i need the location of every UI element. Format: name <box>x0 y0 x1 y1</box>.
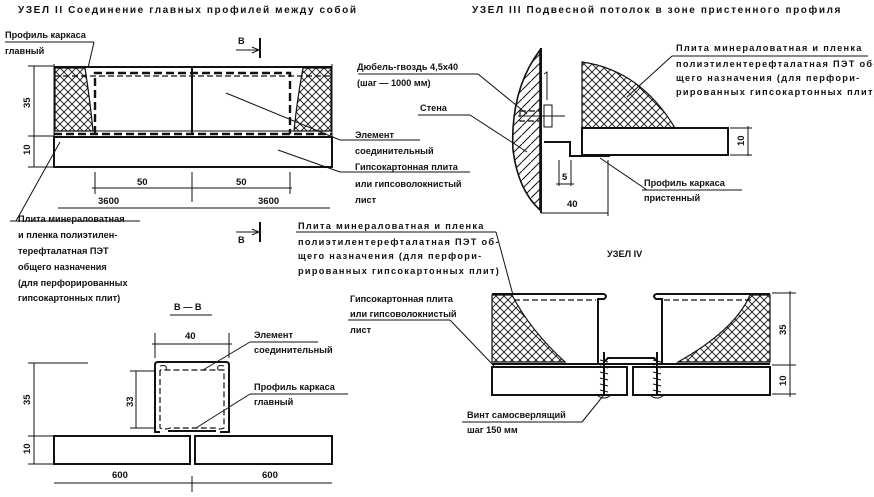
node3-dim-40: 40 <box>567 199 578 210</box>
node4-wool-label-4: рированных гипсокартонных плит) <box>298 266 500 276</box>
node4-screw-left <box>597 352 611 399</box>
section-bb-dim-600-right: 600 <box>262 470 278 481</box>
section-bb-title: В — В <box>174 302 202 312</box>
section-bb-connector-label-1: Элемент <box>254 330 293 340</box>
section-bb-connector-label-2: соединительный <box>254 345 333 355</box>
node3-wall-profile-label-2: пристенный <box>644 193 700 203</box>
section-bb-main-profile <box>154 361 230 433</box>
node4-wool-label-3: щего назначения (для перфори- <box>298 251 483 261</box>
node2-wool-right <box>293 67 332 132</box>
node3-wall <box>511 47 541 212</box>
node3-dim-10: 10 <box>736 135 747 146</box>
node2-main-profile-label-2: главный <box>5 46 45 56</box>
node2-wool-label-6: гипсокартонных плит) <box>18 293 120 303</box>
node2-labels: Профиль каркаса главный Элемент соединит… <box>5 30 462 303</box>
node4-board-label-3: лист <box>350 325 372 335</box>
node3-dim-5: 5 <box>562 172 568 183</box>
node2-dim-3600-right: 3600 <box>258 196 279 207</box>
section-bb-board-right <box>194 435 333 465</box>
node2-wool-label-1: Плита минераловатная <box>18 214 125 224</box>
node4-wool-right <box>675 294 771 363</box>
node2-dim-50-right: 50 <box>236 177 247 188</box>
node3-wall-label: Стена <box>420 103 448 113</box>
node3-dowel-label-2: (шаг — 1000 мм) <box>357 78 431 88</box>
node3-wool-label-2: полиэтилентерефталатная ПЭТ об- <box>676 59 874 69</box>
node2-connector-label-1: Элемент <box>355 130 394 140</box>
node4-board-label-1: Гипсокартонная плита <box>350 294 454 304</box>
node2-wool-left <box>54 67 94 132</box>
section-bb-dim-10: 10 <box>22 443 33 454</box>
node4-dim-35: 35 <box>778 324 789 335</box>
node4-wool-label-1: Плита минераловатная и пленка <box>298 221 485 231</box>
node2-dim-3600-left: 3600 <box>98 196 119 207</box>
section-bb-profile-label-1: Профиль каркаса <box>254 382 336 392</box>
node4-screw-label-2: шаг 150 мм <box>467 425 518 435</box>
node2-dim-10: 10 <box>22 144 33 155</box>
node2-wool-label-4: общего назначения <box>18 262 107 272</box>
node4-drawing: УЗЕЛ IV 35 10 <box>296 231 796 423</box>
node2-connector-label-2: соединительный <box>355 146 434 156</box>
node4-wool-label-2: полиэтилентерефталатная ПЭТ об- <box>298 237 500 247</box>
node4-board-left <box>491 366 628 396</box>
section-mark-top: В <box>238 36 245 46</box>
node4-board-label-2: или гипсоволокнистый <box>350 309 457 319</box>
node2-drawing: 35 10 50 50 3600 3600 В В <box>5 36 470 245</box>
node4-labels: Плита минераловатная и пленка полиэтилен… <box>298 221 566 435</box>
node2-title: УЗЕЛ II Соединение главных профилей межд… <box>18 4 358 16</box>
node3-wool-label-1: Плита минераловатная и пленка <box>676 43 863 53</box>
node4-wool-left <box>491 294 567 363</box>
section-mark-bottom: В <box>238 235 245 245</box>
node4-board-right <box>632 366 771 396</box>
node3-drawing: 10 5 40 <box>358 47 868 216</box>
node4-dim-10: 10 <box>778 375 789 386</box>
node3-wool-label-4: рированных гипсокартонных плит) <box>676 87 874 97</box>
node4-screw-label-1: Винт самосверлящий <box>467 410 566 420</box>
node2-board-label-1: Гипсокартонная плита <box>355 162 459 172</box>
node2-board-label-2: или гипсоволокнистый <box>355 179 462 189</box>
node2-wool-label-3: терефталатная ПЭТ <box>18 246 109 256</box>
node3-title: УЗЕЛ III Подвесной потолок в зоне присте… <box>472 4 842 16</box>
node4-screw-right <box>650 352 664 399</box>
node4-title: УЗЕЛ IV <box>607 249 643 259</box>
section-bb-dim-40: 40 <box>185 331 196 342</box>
node3-board <box>581 127 729 156</box>
node2-board <box>53 136 333 168</box>
section-bb-drawing: В — В 35 10 33 40 600 600 Элемент <box>22 302 348 492</box>
node3-labels: Дюбель-гвоздь 4,5x40 (шаг — 1000 мм) Сте… <box>357 43 874 203</box>
node2-dim-35: 35 <box>22 97 33 108</box>
section-bb-dim-33: 33 <box>125 396 136 407</box>
node3-wall-profile-label-1: Профиль каркаса <box>644 178 726 188</box>
node2-wool-label-5: (для перфорированных <box>18 278 129 288</box>
section-bb-dim-35: 35 <box>22 394 33 405</box>
section-bb-board-left <box>53 435 191 465</box>
section-bb-connector <box>159 369 225 430</box>
node2-wool-label-2: и пленка полиэтилен- <box>18 230 117 240</box>
node3-dowel-label-1: Дюбель-гвоздь 4,5x40 <box>357 62 458 72</box>
node2-board-label-3: лист <box>355 195 377 205</box>
node2-main-profile-label-1: Профиль каркаса <box>5 30 87 40</box>
section-bb-profile-label-2: главный <box>254 397 294 407</box>
section-bb-dim-600-left: 600 <box>112 470 128 481</box>
node3-wool-label-3: щего назначения (для перфори- <box>676 73 861 83</box>
node2-dim-50-left: 50 <box>137 177 148 188</box>
